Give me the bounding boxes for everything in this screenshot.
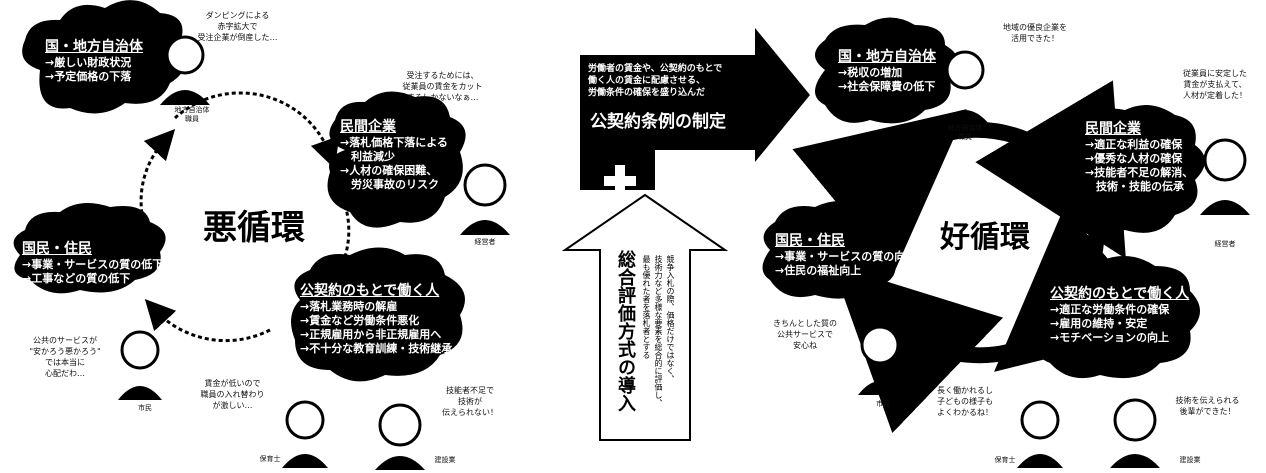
- manager-bubble-left: 受注するためには、 従業員の賃金をカット するしかないなぁ…: [402, 71, 483, 102]
- gov-cloud-left: [22, 0, 186, 114]
- citizens-item-left: →工事などの質の低下: [22, 272, 131, 285]
- official-bubble-left: ダンピングによる 赤字拡大で 受注企業が倒産した…: [197, 11, 278, 42]
- company-item-left: 利益減少: [340, 150, 395, 163]
- right-manager-figure: [1200, 138, 1250, 215]
- builder-caption-left: 建設業: [434, 456, 456, 464]
- builder-bubble-left: 技能者不足で 技術が 伝えられない！: [442, 386, 498, 417]
- virtuous-cycle-label: 好循環: [940, 220, 1030, 255]
- citizens-block-left: 国民・住民 →事業・サービスの質の低下 →工事などの質の低下: [22, 240, 163, 286]
- citizens-item-right: →事業・サービスの質の向上: [775, 250, 917, 263]
- right-nurse-figure: [1017, 400, 1063, 468]
- company-title-left: 民間企業: [340, 119, 396, 135]
- builder-bubble-right: 技術を伝えられる 後輩ができた！: [1175, 396, 1240, 416]
- company-item-left: 労災事故のリスク: [340, 178, 439, 191]
- workers-item-right: →モチベーションの向上: [1050, 331, 1169, 344]
- gov-title-right: 国・地方自治体: [838, 49, 936, 65]
- plus-sign: [604, 165, 636, 197]
- company-block-left: 民間企業 →落札価格下落による 利益減少 →人材の確保困難、 労災事故のリスク: [340, 118, 448, 192]
- ordinance-arrow-text: 労働者の賃金や、公契約のもとで 働く人の賃金に配慮させる、 労働条件の確保を盛り…: [588, 64, 723, 98]
- company-item-right: 技術・技能の伝承: [1085, 180, 1184, 193]
- workers-block-left: 公契約のもとで働く人 →落札業務時の解雇 →賃金など労働条件悪化 →正規雇用から…: [300, 282, 452, 356]
- workers-item-left: →不十分な教育訓練・技術継承: [300, 342, 453, 355]
- gov-block-left: 国・地方自治体 →厳しい財政状況 →予定価格の下落: [45, 38, 143, 84]
- citizen-caption-right: 市民: [876, 400, 890, 408]
- workers-item-right: →適正な労働条件の確保: [1050, 303, 1170, 316]
- citizens-cloud-right: [762, 201, 905, 299]
- manager-bubble-right: 従業員に安定した 賃金が支払えて、 人材が定着した！: [1183, 69, 1247, 100]
- workers-item-left: →落札業務時の解雇: [300, 300, 398, 313]
- company-cloud-left: [327, 91, 466, 228]
- manager-caption-left: 経営者: [474, 238, 496, 246]
- workers-cloud-right: [1034, 256, 1200, 379]
- citizen-bubble-left: 公共のサービスが "安かろう悪かろう" では本当に 心配だわ…: [29, 336, 101, 378]
- gov-item-left: →厳しい財政状況: [45, 56, 132, 69]
- gov-item-left: →予定価格の下落: [45, 70, 132, 83]
- workers-block-right: 公契約のもとで働く人 →適正な労働条件の確保 →雇用の維持・安定 →モチベーショ…: [1050, 285, 1189, 345]
- evaluation-arrow: [561, 193, 729, 441]
- left-citizen-figure: [118, 330, 162, 400]
- gov-item-right: →社会保障費の低下: [838, 80, 936, 93]
- nurse-caption-left: 保育士: [259, 455, 281, 463]
- nurse-bubble-left: 賃金が低いので 職員の入れ替わり が激しい…: [200, 379, 265, 410]
- citizens-block-right: 国民・住民 →事業・サービスの質の向上 →住民の福祉向上: [775, 232, 916, 278]
- manager-caption-right: 経営者: [1214, 240, 1236, 248]
- workers-title-right: 公契約のもとで働く人: [1050, 286, 1190, 302]
- ordinance-arrow: [580, 28, 810, 190]
- citizens-item-right: →住民の福祉向上: [775, 264, 862, 277]
- left-official-figure: [160, 35, 210, 105]
- citizens-item-left: →事業・サービスの質の低下: [22, 258, 164, 271]
- citizen-bubble-right: きちんとした質の 公共サービスで 安心ね: [773, 319, 837, 350]
- workers-cloud-left: [291, 247, 465, 382]
- official-caption-left: 地方自治体 職員: [174, 106, 210, 123]
- citizens-title-left: 国民・住民: [22, 241, 92, 257]
- ordinance-title: 公契約条例の制定: [590, 112, 726, 132]
- nurse-bubble-right: 長く働かれるし 子どもの様子も よくわかるね！: [937, 386, 993, 417]
- gov-block-right: 国・地方自治体 →税収の増加 →社会保障費の低下: [838, 48, 936, 94]
- company-block-right: 民間企業 →適正な利益の確保 →優秀な人材の確保 →技能者不足の解消、 技術・技…: [1085, 120, 1193, 194]
- company-cloud-right: [1068, 105, 1205, 233]
- right-builder-figure: [1110, 398, 1160, 468]
- workers-title-left: 公契約のもとで働く人: [300, 283, 440, 299]
- left-builder-figure: [375, 403, 425, 470]
- left-manager-figure: [460, 163, 510, 235]
- company-item-right: →技能者不足の解消、: [1085, 166, 1194, 179]
- gov-item-right: →税収の増加: [838, 66, 903, 79]
- left-nurse-figure: [282, 400, 328, 468]
- citizens-cloud-left: [13, 203, 166, 294]
- workers-item-left: →賃金など労働条件悪化: [300, 314, 420, 327]
- right-official-figure: [940, 50, 990, 125]
- company-item-right: →適正な利益の確保: [1085, 138, 1183, 151]
- citizens-title-right: 国民・住民: [775, 233, 845, 249]
- company-title-right: 民間企業: [1085, 121, 1141, 137]
- citizen-caption-left: 市民: [138, 404, 152, 412]
- company-item-left: →人材の確保困難、: [340, 164, 438, 177]
- gov-title-left: 国・地方自治体: [45, 39, 143, 55]
- builder-caption-right: 建設業: [1179, 456, 1201, 464]
- company-item-left: →落札価格下落による: [340, 136, 448, 149]
- workers-item-left: →正規雇用から非正規雇用へ: [300, 328, 442, 341]
- vicious-cycle-label: 悪循環: [203, 208, 305, 248]
- official-caption-right: 地方自治体 職員: [947, 124, 983, 141]
- evaluation-title: 総合評価方式の導入: [615, 250, 636, 412]
- official-bubble-right: 地域の優良企業を 活用できた！: [1003, 23, 1067, 43]
- company-item-right: →優秀な人材の確保: [1085, 152, 1183, 165]
- nurse-caption-right: 保育士: [994, 456, 1016, 464]
- gov-cloud-right: [815, 17, 959, 124]
- right-citizen-figure: [858, 325, 902, 395]
- evaluation-description: 競争入札の際、価格だけではなく、 技術力など多様な要素を総合的に評価し、 最も優…: [642, 255, 675, 407]
- workers-item-right: →雇用の維持・安定: [1050, 317, 1148, 330]
